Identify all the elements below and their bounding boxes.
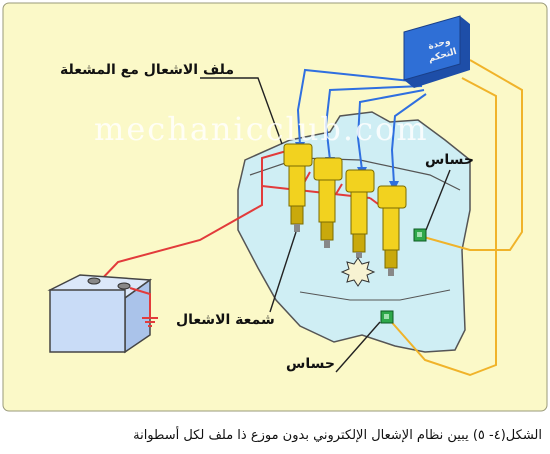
leader-sensor-bottom — [335, 321, 381, 373]
power-wire-branch-3 — [335, 183, 343, 195]
signal-wire-4 — [390, 93, 427, 185]
spark-burst-icon — [340, 257, 376, 287]
spark-plug-label: شمعة الاشعال — [176, 312, 275, 328]
ground-symbol-icon — [129, 287, 158, 327]
power-wire-main — [97, 149, 291, 284]
sensor-wires — [387, 59, 523, 377]
leader-sensor-top — [425, 169, 451, 231]
sensor-icon — [380, 310, 394, 324]
sensor-label-top: حساس — [425, 152, 474, 168]
sensor-wire-2 — [387, 77, 497, 377]
sensor-icon — [413, 228, 427, 242]
ignition-coil-icon — [345, 169, 375, 258]
leader-plug — [269, 231, 297, 313]
sensor-label-bottom: حساس — [286, 356, 335, 372]
battery-icon — [47, 274, 153, 354]
ignition-coil-icon — [377, 185, 407, 276]
engine-lower-edge — [299, 289, 451, 301]
leader-coil — [200, 77, 283, 145]
leader-lines — [200, 77, 451, 373]
watermark: mechanicclub.com — [94, 110, 429, 148]
power-wire-branch-4 — [369, 197, 379, 205]
signal-wire-2 — [324, 85, 423, 161]
ignition-coil-icon — [313, 157, 343, 248]
ignition-coil-icon — [283, 143, 313, 232]
figure-caption: الشكل(٤- ٥) يبين نظام الإشعال الإلكتروني… — [133, 428, 542, 443]
signal-wire-1 — [296, 68, 421, 146]
coil-label: ملف الاشعال مع المشعلة — [60, 62, 235, 78]
signal-wire-3 — [356, 89, 425, 171]
sensor-wire-1 — [419, 59, 523, 251]
ecu-module-icon — [403, 15, 470, 88]
signal-wires — [296, 68, 427, 185]
